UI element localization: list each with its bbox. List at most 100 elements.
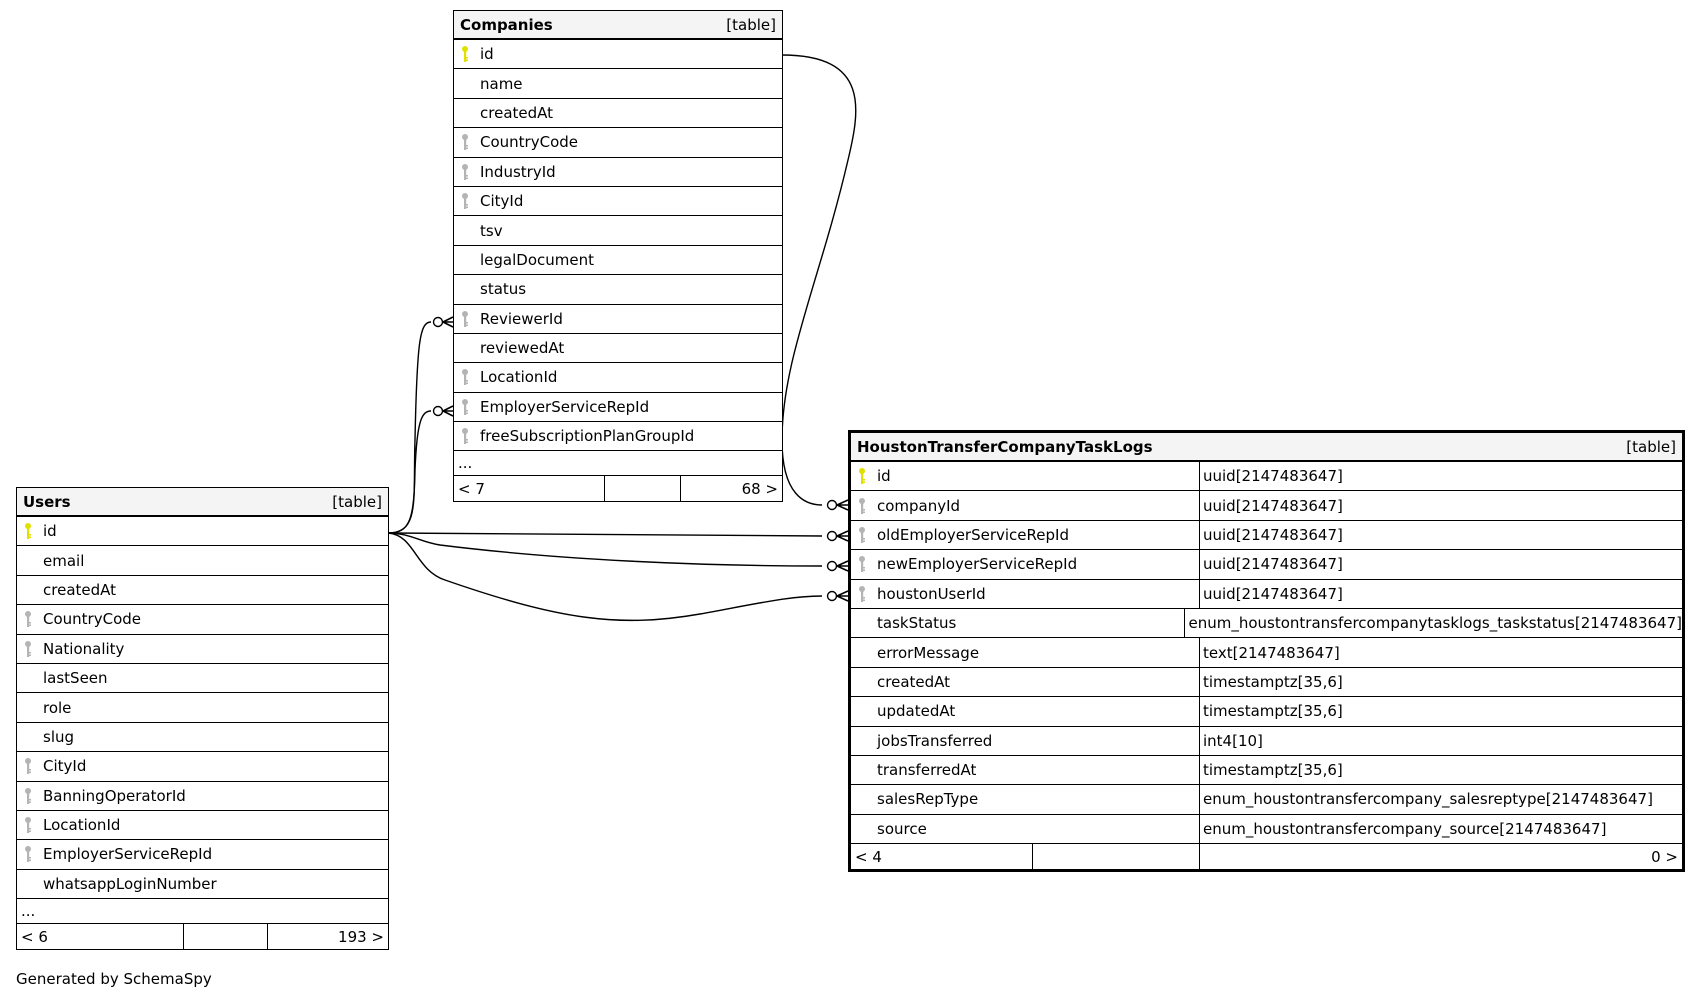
column-row-locationid[interactable]: LocationId: [17, 811, 388, 841]
column-name-cell: reviewedAt: [454, 334, 564, 362]
column-type: timestamptz[35,6]: [1199, 667, 1682, 697]
column-name: createdAt: [480, 103, 554, 122]
parents-count[interactable]: < 4: [851, 844, 1033, 870]
column-name-cell: CountryCode: [454, 128, 578, 156]
parents-count[interactable]: < 7: [454, 476, 605, 502]
column-row-employerservicerepid[interactable]: EmployerServiceRepId: [17, 840, 388, 870]
table-houstontransfercompanytasklogs[interactable]: HoustonTransferCompanyTaskLogs [table] i…: [848, 430, 1685, 873]
table-name: Companies: [460, 15, 553, 34]
children-count[interactable]: 193 >: [338, 927, 384, 946]
column-name: EmployerServiceRepId: [480, 397, 650, 416]
column-name: slug: [43, 727, 75, 746]
column-name: LocationId: [480, 368, 558, 387]
column-row-whatsapploginnumber[interactable]: whatsappLoginNumber: [17, 870, 388, 900]
column-name-cell: ReviewerId: [454, 305, 563, 333]
column-row-createdat[interactable]: createdAt: [454, 99, 782, 129]
column-row-locationid[interactable]: LocationId: [454, 363, 782, 393]
column-name-cell: slug: [17, 723, 74, 751]
column-name-cell: CityId: [17, 752, 86, 780]
column-row-legaldocument[interactable]: legalDocument: [454, 246, 782, 276]
column-name: status: [480, 280, 527, 299]
column-name: ReviewerId: [480, 309, 563, 328]
column-name: tsv: [480, 221, 503, 240]
column-row-salesreptype[interactable]: salesRepType enum_houstontransfercompany_…: [851, 785, 1682, 815]
column-name-cell: houstonUserId: [851, 580, 1199, 608]
column-row-status[interactable]: status: [454, 275, 782, 305]
column-row-id[interactable]: id: [17, 517, 388, 547]
column-name: IndustryId: [480, 162, 556, 181]
foreign-key-icon: [25, 611, 31, 628]
table-footer: < 4 0 >: [851, 844, 1682, 870]
column-type: uuid[2147483647]: [1199, 491, 1682, 520]
column-row-slug[interactable]: slug: [17, 723, 388, 753]
column-name-cell: id: [17, 517, 57, 545]
foreign-key-icon: [462, 398, 468, 415]
column-row-banningoperatorid[interactable]: BanningOperatorId: [17, 782, 388, 811]
column-name: companyId: [877, 496, 961, 515]
column-row-cityid[interactable]: CityId: [17, 752, 388, 782]
column-name: CityId: [480, 192, 524, 211]
column-row-createdat[interactable]: createdAt: [17, 576, 388, 606]
more-columns: ...: [17, 899, 388, 925]
table-name: HoustonTransferCompanyTaskLogs: [857, 437, 1153, 456]
column-type: enum_houstontransfercompany_salesreptype…: [1199, 785, 1682, 814]
column-name: role: [43, 698, 72, 717]
foreign-key-icon: [462, 134, 468, 151]
column-name-cell: lastSeen: [17, 664, 108, 692]
column-row-nationality[interactable]: Nationality: [17, 635, 388, 664]
parents-count[interactable]: < 6: [17, 924, 184, 950]
column-row-industryid[interactable]: IndustryId: [454, 158, 782, 187]
foreign-key-icon: [462, 369, 468, 386]
rel-users-id-to-companies-employerservicerepid: [387, 410, 432, 534]
column-name: createdAt: [877, 672, 951, 691]
column-row-reviewerid[interactable]: ReviewerId: [454, 305, 782, 334]
column-name-cell: updatedAt: [851, 697, 1199, 725]
foreign-key-icon: [859, 497, 865, 514]
column-name-cell: errorMessage: [851, 638, 1199, 666]
foreign-key-icon: [859, 585, 865, 602]
column-row-freesubscriptionplangroupid[interactable]: freeSubscriptionPlanGroupId: [454, 422, 782, 452]
column-row-countrycode[interactable]: CountryCode: [454, 128, 782, 158]
rel-users-id-to-new-rep: [387, 532, 823, 567]
crowfoot-new-rep-icon: [826, 560, 849, 572]
column-name-cell: email: [17, 546, 84, 574]
column-row-id[interactable]: id: [454, 40, 782, 70]
column-row-email[interactable]: email: [17, 546, 388, 576]
column-row-lastseen[interactable]: lastSeen: [17, 664, 388, 694]
column-name: CityId: [43, 757, 87, 776]
column-row-reviewedat[interactable]: reviewedAt: [454, 334, 782, 364]
column-name-cell: IndustryId: [454, 158, 556, 186]
column-name: salesRepType: [877, 790, 979, 809]
column-name: CountryCode: [480, 133, 578, 152]
column-name: name: [480, 74, 523, 93]
children-count[interactable]: 0 >: [1651, 847, 1678, 866]
table-header: HoustonTransferCompanyTaskLogs [table]: [851, 433, 1682, 462]
column-name-cell: name: [454, 69, 523, 97]
rel-users-id-to-companies-reviewerid: [387, 321, 432, 534]
column-row-companyid[interactable]: companyId uuid[2147483647]: [851, 491, 1682, 521]
children-count[interactable]: 68 >: [741, 479, 778, 498]
column-name: houstonUserId: [877, 584, 986, 603]
column-name-cell: jobsTransferred: [851, 727, 1199, 755]
column-row-name[interactable]: name: [454, 69, 782, 99]
column-row-role[interactable]: role: [17, 693, 388, 723]
column-row-employerservicerepid[interactable]: EmployerServiceRepId: [454, 393, 782, 423]
column-row-cityid[interactable]: CityId: [454, 187, 782, 217]
column-row-tsv[interactable]: tsv: [454, 216, 782, 246]
foreign-key-icon: [859, 526, 865, 543]
column-row-countrycode[interactable]: CountryCode: [17, 605, 388, 635]
primary-key-icon: [859, 468, 865, 485]
column-row-createdat[interactable]: createdAt timestamptz[35,6]: [851, 667, 1682, 698]
